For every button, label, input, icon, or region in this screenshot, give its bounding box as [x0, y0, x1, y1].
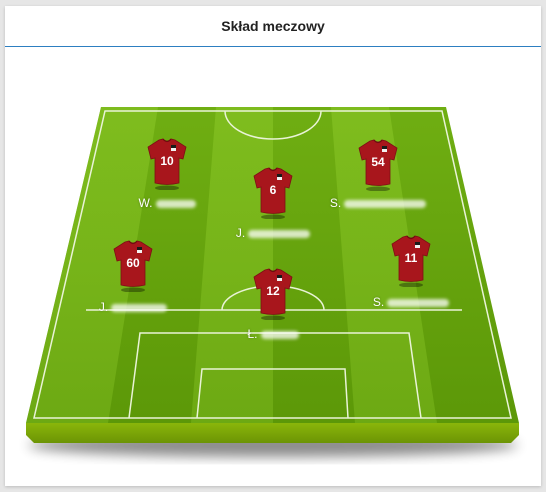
player-card[interactable]: 60 J. — [93, 240, 173, 340]
player-card[interactable]: 10 W. — [127, 138, 207, 238]
player-name: W. — [87, 196, 247, 210]
player-name: J. — [193, 226, 353, 240]
player-name: S. — [298, 196, 458, 210]
jersey-icon — [253, 167, 293, 219]
player-card[interactable]: 6 J. — [233, 167, 313, 267]
player-name: S. — [331, 295, 491, 309]
player-name-initial: J. — [98, 300, 109, 314]
player-card[interactable]: 11 S. — [371, 235, 451, 335]
blurred-surname — [155, 199, 196, 208]
player-name-initial: S. — [372, 295, 385, 309]
player-number: 60 — [126, 256, 140, 270]
jersey-icon — [113, 240, 153, 292]
player-number: 6 — [269, 183, 277, 197]
player-card[interactable]: 12 Ł. — [233, 268, 313, 368]
player-number: 54 — [371, 155, 385, 169]
player-number: 11 — [404, 251, 418, 265]
player-card[interactable]: 54 S. — [330, 139, 427, 239]
player-name: J. — [53, 300, 213, 314]
player-name-initial: S. — [329, 196, 342, 210]
blurred-surname — [387, 298, 450, 307]
pitch-graphic — [26, 107, 519, 457]
player-number: 12 — [266, 284, 280, 298]
jersey-icon — [253, 268, 293, 320]
blurred-surname — [344, 199, 427, 208]
player-name-initial: J. — [235, 226, 246, 240]
blurred-surname — [111, 303, 168, 312]
player-number: 10 — [160, 154, 174, 168]
lineup-card: Skład meczowy — [5, 6, 541, 486]
blurred-surname — [260, 330, 299, 339]
jersey-icon — [391, 235, 431, 287]
jersey-icon — [147, 138, 187, 190]
player-name: Ł. — [193, 327, 353, 341]
blurred-surname — [248, 229, 311, 238]
card-title: Skład meczowy — [221, 18, 325, 34]
player-name-initial: Ł. — [247, 327, 258, 341]
jersey-icon — [358, 139, 398, 191]
player-name-initial: W. — [138, 196, 153, 210]
football-pitch: 10 W. 6 J. — [5, 47, 541, 486]
card-header: Skład meczowy — [5, 6, 541, 47]
